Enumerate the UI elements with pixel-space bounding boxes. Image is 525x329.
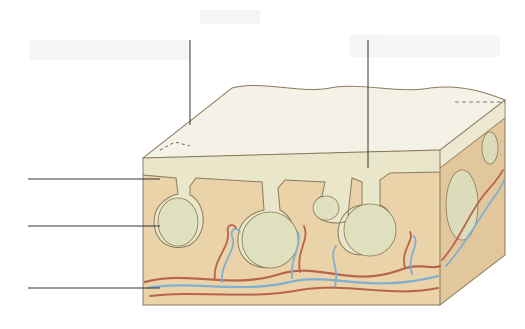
gland-2 [242,212,298,268]
gland-3 [313,196,339,220]
gland-4 [344,204,396,256]
gland-1 [158,198,198,246]
gland-side-2 [482,132,498,164]
background-bleed [30,10,500,60]
